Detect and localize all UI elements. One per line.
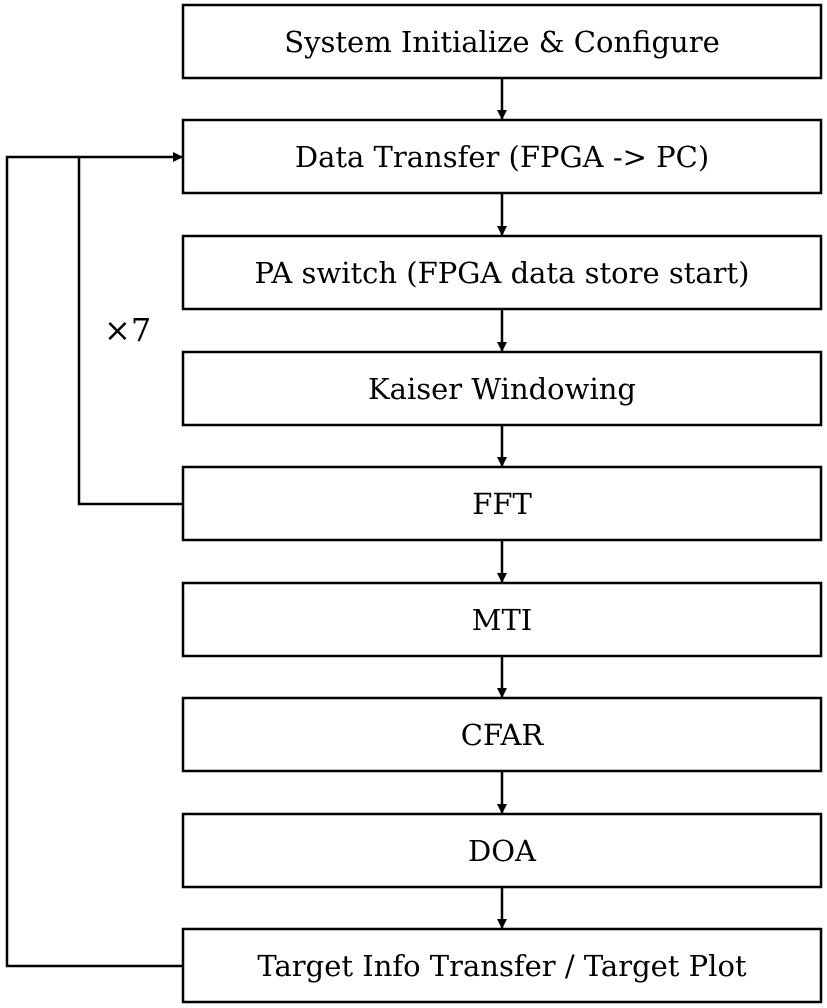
step-label-pa-switch: PA switch (FPGA data store start) — [255, 256, 750, 290]
step-label-cfar: CFAR — [461, 718, 545, 752]
step-label-doa: DOA — [468, 834, 537, 868]
step-fft: FFT — [181, 465, 823, 542]
step-label-mti: MTI — [472, 603, 533, 637]
step-label-kaiser: Kaiser Windowing — [368, 372, 636, 406]
step-target: Target Info Transfer / Target Plot — [181, 927, 823, 1004]
step-init: System Initialize & Configure — [181, 3, 823, 80]
step-kaiser: Kaiser Windowing — [181, 350, 823, 427]
step-label-target: Target Info Transfer / Target Plot — [257, 949, 746, 983]
step-mti: MTI — [181, 581, 823, 658]
step-label-data-transfer: Data Transfer (FPGA -> PC) — [295, 140, 709, 174]
step-cfar: CFAR — [181, 696, 823, 773]
step-label-fft: FFT — [472, 487, 532, 521]
step-label-init: System Initialize & Configure — [284, 25, 719, 59]
step-data-transfer: Data Transfer (FPGA -> PC) — [181, 118, 823, 195]
loop-fft-to-data-transfer — [77, 157, 183, 506]
step-pa-switch: PA switch (FPGA data store start) — [181, 234, 823, 311]
step-doa: DOA — [181, 812, 823, 889]
loop-target-to-data-transfer — [5, 152, 183, 968]
loop-count-label: ×7 — [104, 311, 151, 349]
